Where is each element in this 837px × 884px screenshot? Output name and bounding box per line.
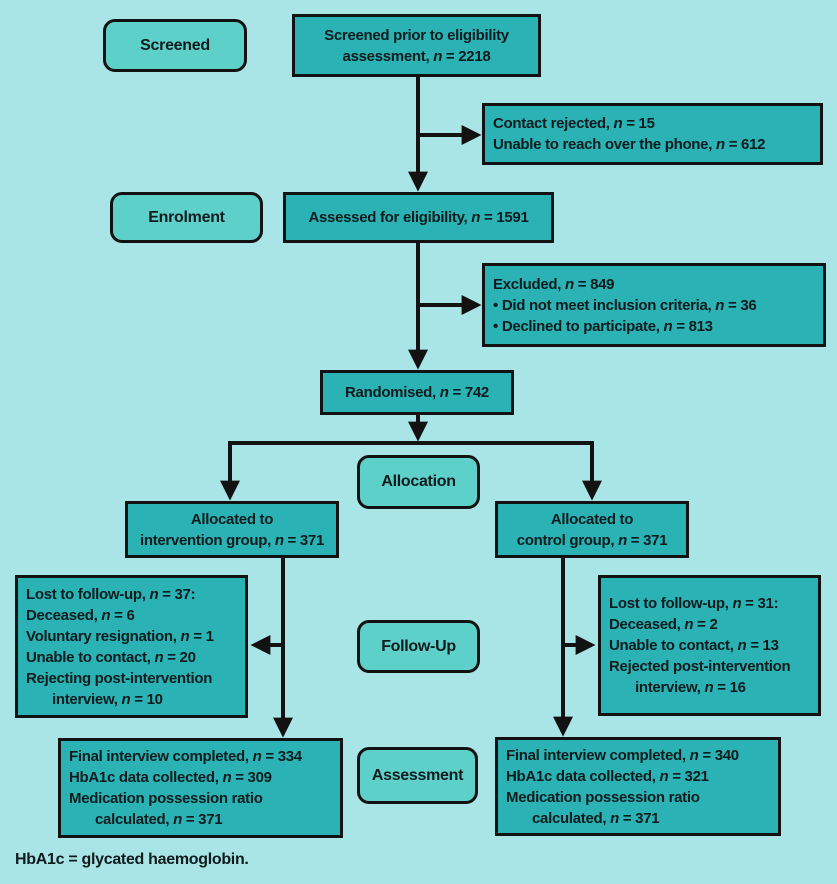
box-line: Rejected post-intervention — [609, 658, 791, 675]
box-line: control group, n = 371 — [516, 531, 668, 549]
box-line: Final interview completed, n = 340 — [506, 746, 739, 764]
box-allocated-intervention: Allocated to intervention group, n = 371 — [125, 501, 339, 558]
box-line: Lost to follow-up, n = 31: — [609, 595, 779, 612]
box-line: Allocated to — [190, 510, 274, 528]
box-line: intervention group, n = 371 — [139, 531, 325, 549]
box-line: Medication possession ratio — [506, 788, 700, 806]
box-allocated-control: Allocated to control group, n = 371 — [495, 501, 689, 558]
box-final-control: Final interview completed, n = 340 HbA1c… — [495, 737, 781, 836]
footnote: HbA1c = glycated haemoglobin. — [15, 851, 249, 868]
box-assessed-eligibility: Assessed for eligibility, n = 1591 — [283, 192, 554, 243]
box-line: Contact rejected, n = 15 — [493, 115, 655, 132]
box-line: Screened prior to eligibility — [324, 26, 509, 44]
box-line: Allocated to — [550, 510, 634, 528]
box-line: Unable to contact, n = 20 — [26, 648, 196, 666]
box-final-intervention: Final interview completed, n = 334 HbA1c… — [58, 738, 343, 838]
box-randomised: Randomised, n = 742 — [320, 370, 514, 415]
box-lost-followup-control: Lost to follow-up, n = 31: Deceased, n =… — [598, 575, 821, 716]
box-line: Excluded, n = 849 — [493, 275, 615, 293]
box-line: Lost to follow-up, n = 37: — [26, 585, 196, 603]
box-line: Rejecting post-intervention — [26, 669, 213, 687]
box-line: calculated, n = 371 — [532, 809, 660, 827]
box-line: Unable to contact, n = 13 — [609, 637, 779, 654]
box-contact-rejected: Contact rejected, n = 15 Unable to reach… — [482, 103, 823, 165]
stage-label-text: Enrolment — [148, 208, 225, 226]
box-line: Randomised, n = 742 — [345, 384, 489, 401]
box-line: calculated, n = 371 — [95, 811, 223, 828]
stage-label-assessment: Assessment — [357, 747, 478, 804]
box-line: Medication possession ratio — [69, 790, 263, 807]
stage-label-text: Allocation — [381, 473, 456, 490]
box-line: HbA1c data collected, n = 309 — [69, 769, 272, 786]
box-line: • Did not meet inclusion criteria, n = 3… — [493, 296, 757, 314]
box-line: Assessed for eligibility, n = 1591 — [308, 209, 529, 226]
box-line: Deceased, n = 2 — [609, 616, 718, 633]
box-lost-followup-intervention: Lost to follow-up, n = 37: Deceased, n =… — [15, 575, 248, 718]
box-line: Final interview completed, n = 334 — [69, 748, 302, 765]
stage-label-text: Follow-Up — [381, 637, 456, 655]
stage-label-follow-up: Follow-Up — [357, 620, 480, 673]
box-line: Unable to reach over the phone, n = 612 — [493, 136, 766, 153]
box-excluded: Excluded, n = 849 • Did not meet inclusi… — [482, 263, 826, 347]
box-line: Deceased, n = 6 — [26, 606, 135, 624]
stage-label-text: Screened — [140, 36, 210, 54]
box-line: Voluntary resignation, n = 1 — [26, 627, 214, 645]
stage-label-text: Assessment — [371, 766, 464, 784]
stage-label-enrolment: Enrolment — [110, 192, 263, 243]
box-screened-prior: Screened prior to eligibility assessment… — [292, 14, 541, 77]
box-line: HbA1c data collected, n = 321 — [506, 767, 709, 785]
stage-label-allocation: Allocation — [357, 455, 480, 509]
box-line: assessment, n = 2218 — [342, 47, 491, 65]
box-line: interview, n = 10 — [52, 690, 163, 708]
stage-label-screened: Screened — [103, 19, 247, 72]
box-line: interview, n = 16 — [635, 679, 746, 696]
box-line: • Declined to participate, n = 813 — [493, 317, 713, 335]
